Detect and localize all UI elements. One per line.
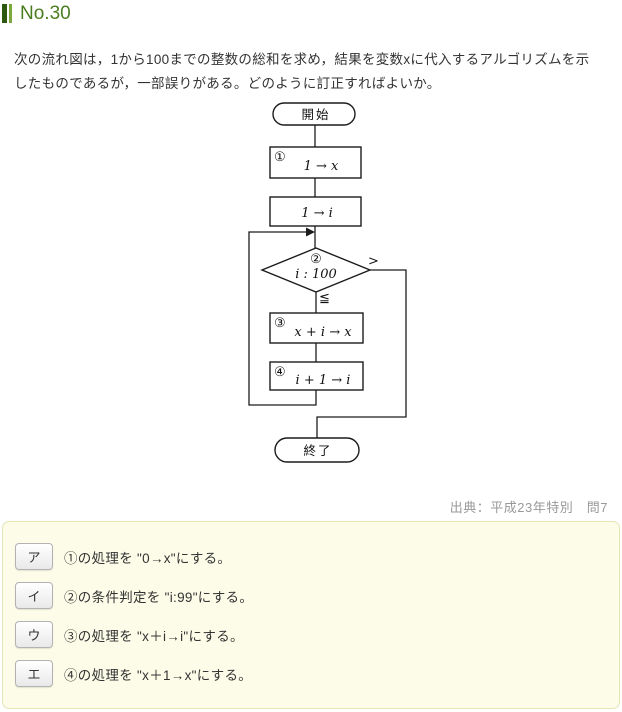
title-accent-bar-dark <box>2 4 7 23</box>
page-title: No.30 <box>2 4 71 23</box>
question-line-2: したものであるが，一部誤りがある。どのように訂正すればよいか。 <box>14 76 441 91</box>
start-terminal <box>272 102 356 126</box>
start-label: 開始 <box>301 108 330 122</box>
process-box-1 <box>269 146 362 179</box>
question-line-1: 次の流れ図は，1から100までの整数の総和を求め，結果を変数xに代入するアルゴリ… <box>14 52 590 67</box>
process-box-2 <box>269 196 362 227</box>
step3-label: x + i → x <box>294 325 352 340</box>
option-text-i: ②の条件判定を "i:99"にする。 <box>64 589 254 605</box>
step3-number: ③ <box>274 315 286 330</box>
end-label: 終了 <box>303 443 332 458</box>
option-row-i: イ ②の条件判定を "i:99"にする。 <box>15 582 253 609</box>
option-text-a: ①の処理を "0→x"にする。 <box>64 550 232 566</box>
option-button-u[interactable]: ウ <box>15 621 53 648</box>
step4-label: i + 1 → i <box>296 373 351 388</box>
source-caption: 出典：平成23年特別 問7 <box>449 500 608 515</box>
loop-back-line <box>248 231 317 406</box>
title-accent-bar-light <box>9 4 12 23</box>
question-number: No.30 <box>20 3 71 24</box>
option-button-i[interactable]: イ <box>15 582 53 609</box>
loop-arrowhead-icon <box>306 227 315 237</box>
process-box-3 <box>269 312 364 344</box>
option-row-u: ウ ③の処理を "x＋i→i"にする。 <box>15 621 244 648</box>
option-button-e[interactable]: エ <box>15 660 53 687</box>
decision-label: i : 100 <box>295 267 337 282</box>
step1-label: 1 → x <box>304 159 339 174</box>
branch-less-equal-label: ≦ <box>319 291 330 306</box>
end-terminal <box>274 437 360 463</box>
option-text-e: ④の処理を "x＋1→x"にする。 <box>64 667 253 683</box>
answer-options-panel: ア ①の処理を "0→x"にする。 イ ②の条件判定を "i:99"にする。 ウ… <box>2 521 620 709</box>
option-button-a[interactable]: ア <box>15 543 53 570</box>
step1-number: ① <box>274 149 286 164</box>
option-row-a: ア ①の処理を "0→x"にする。 <box>15 543 231 570</box>
step2-label: 1 → i <box>301 206 333 221</box>
question-statement: 次の流れ図は，1から100までの整数の総和を求め，結果を変数xに代入するアルゴリ… <box>14 48 614 96</box>
flowchart-figure: 開始 ① 1 → x 1 → i ② i : 100 > ≦ ③ x + i →… <box>248 102 407 463</box>
decision-number: ② <box>310 251 322 266</box>
process-box-4 <box>269 361 364 391</box>
step4-number: ④ <box>274 364 286 379</box>
option-text-u: ③の処理を "x＋i→i"にする。 <box>64 628 244 644</box>
decision-diamond <box>260 247 372 293</box>
branch-greater-label: > <box>368 254 379 269</box>
option-row-e: エ ④の処理を "x＋1→x"にする。 <box>15 660 252 687</box>
exit-branch-line <box>316 269 407 438</box>
